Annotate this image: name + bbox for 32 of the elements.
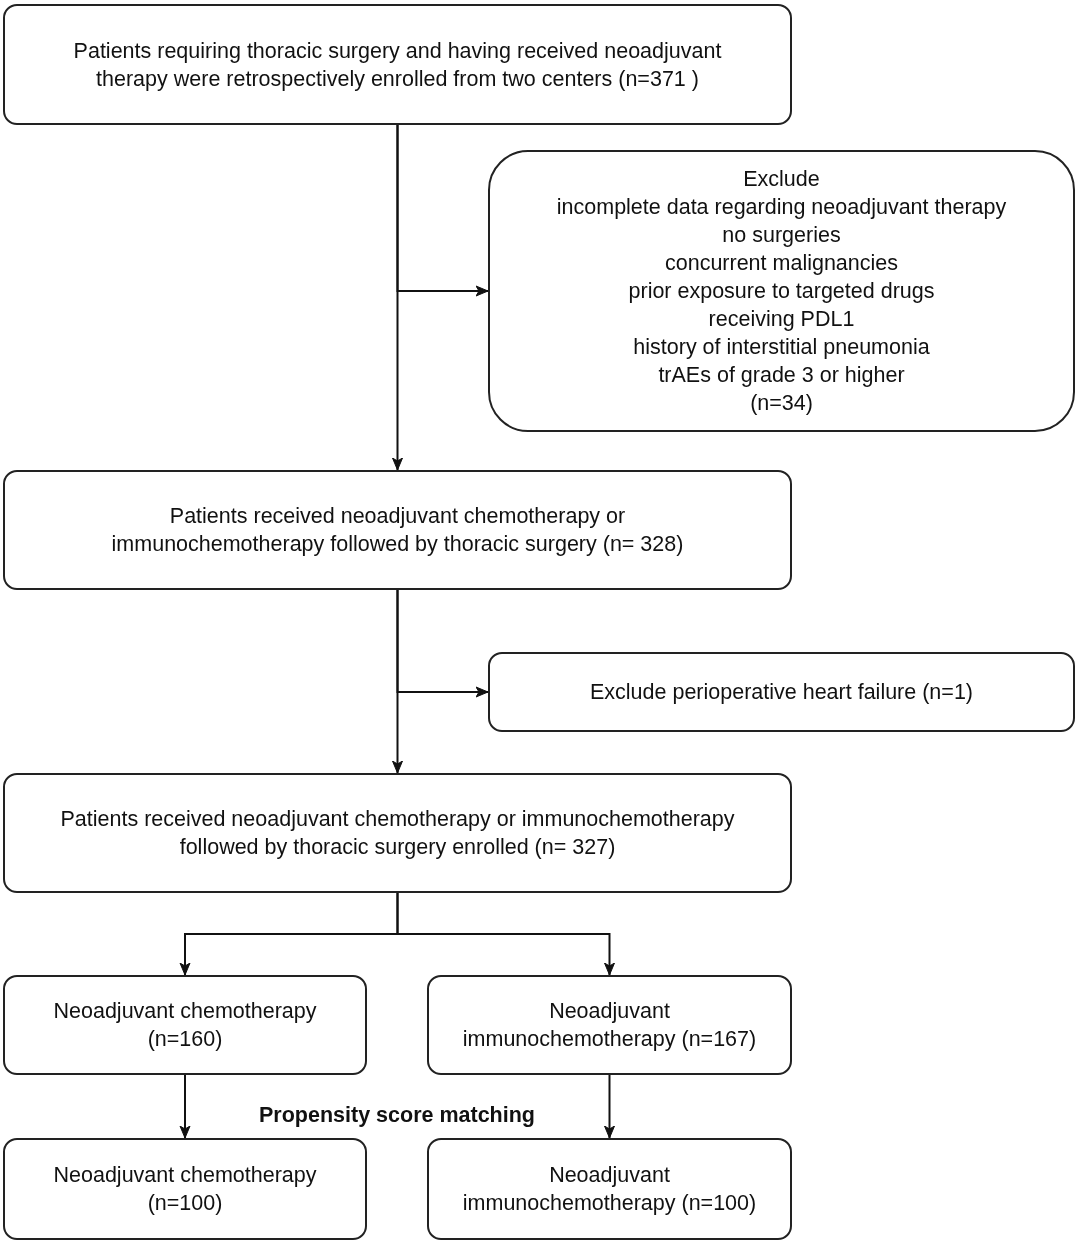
process-box: [488, 150, 1075, 432]
annotation-label: Propensity score matching: [259, 1103, 535, 1128]
arrow: [604, 1074, 615, 1139]
box-text: Neoadjuvant chemotherapy (n=100): [52, 1162, 318, 1217]
box-text: Patients requiring thoracic surgery and having received neoadjuvant therapy were retrospectively enrolled from two centers (n=371 ): [72, 37, 723, 93]
box-text: Patients received neoadjuvant chemotherapy or immunochemotherapy followed by thoracic surgery enrolled (n= 327): [59, 806, 736, 861]
arrow: [179, 1074, 191, 1139]
process-box: [3, 4, 792, 125]
box-text: Patients received neoadjuvant chemotherapy or immunochemotherapy followed by thoracic surgery (n= 328): [110, 503, 685, 558]
box-text: Neoadjuvant chemotherapy (n=160): [52, 998, 318, 1053]
arrow: [396, 892, 615, 976]
box-heading: Exclude: [743, 166, 820, 193]
box-text: Exclude perioperative heart failure (n=1): [589, 679, 973, 706]
arrow: [396, 124, 489, 297]
process-box: [427, 1138, 792, 1240]
process-box: [3, 975, 367, 1075]
process-box: [427, 975, 792, 1075]
box-text: receiving PDL1: [708, 306, 855, 333]
box-text: concurrent malignancies: [664, 250, 898, 277]
box-text: prior exposure to targeted drugs: [628, 278, 935, 305]
box-text: Neoadjuvant immunochemotherapy (n=100): [461, 1162, 758, 1217]
arrow: [396, 589, 489, 698]
box-text: Neoadjuvant immunochemotherapy (n=167): [461, 998, 758, 1053]
process-box: [3, 1138, 367, 1240]
process-box: [3, 470, 792, 590]
process-box: [488, 652, 1075, 732]
box-text: history of interstitial pneumonia: [633, 334, 930, 361]
box-text: trAEs of grade 3 or higher: [658, 362, 905, 389]
box-text: no surgeries: [722, 222, 841, 249]
box-text: (n=34): [750, 390, 813, 417]
process-box: [3, 773, 792, 893]
box-text: incomplete data regarding neoadjuvant therapy: [556, 194, 1007, 221]
